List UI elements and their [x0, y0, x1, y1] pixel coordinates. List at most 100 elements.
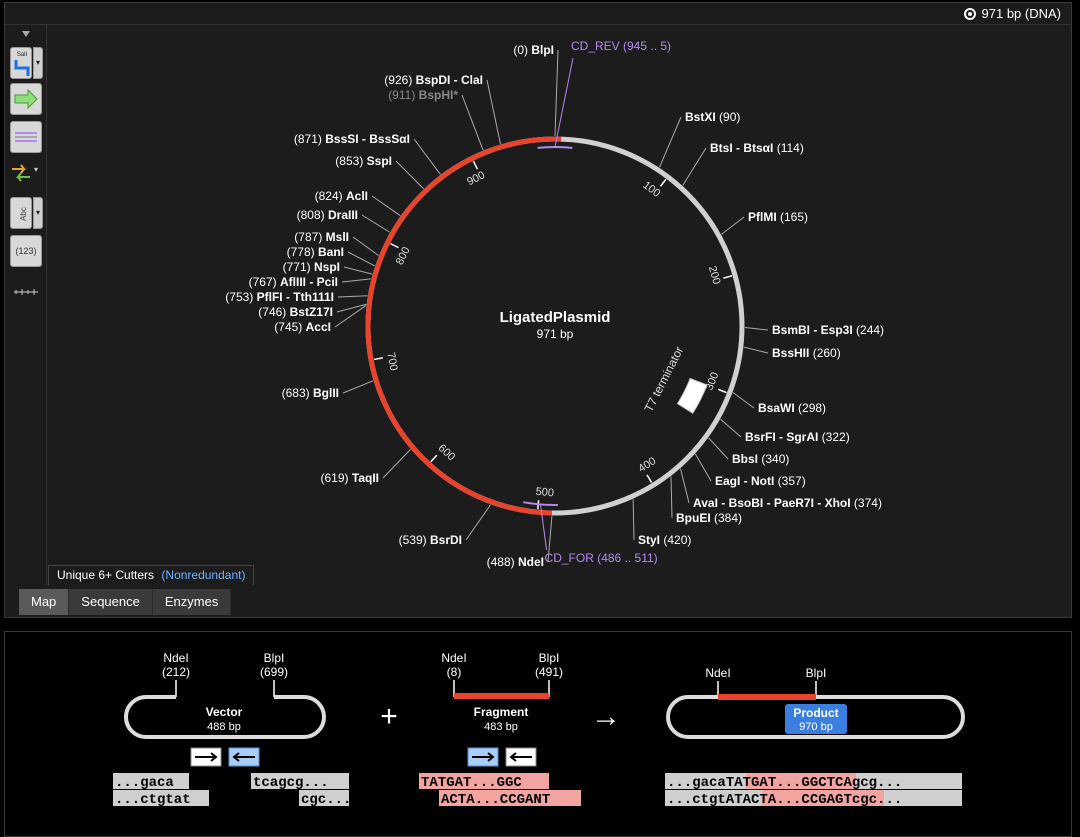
enzyme-label[interactable]: (926) BspDI - ClaI	[384, 73, 483, 87]
enzyme-leader	[680, 468, 690, 504]
enzyme-label[interactable]: (771) NspI	[283, 260, 340, 274]
product-group[interactable]: NdeI BlpI Product 970 bp ...gacaTATGAT..…	[665, 666, 965, 808]
orf-arrows-icon	[12, 164, 30, 182]
tick-label: 900	[465, 169, 487, 188]
product-seq-top: ...gacaTATGAT...GGCTCAgcg...	[667, 775, 902, 791]
collapse-arrow-icon[interactable]	[22, 31, 30, 37]
enzyme-filter-tab[interactable]: Unique 6+ Cutters (Nonredundant)	[48, 565, 255, 585]
enzyme-leader	[743, 346, 769, 354]
enzyme-set-dropdown[interactable]: ▾	[33, 47, 43, 79]
product-backbone	[666, 695, 965, 739]
enzyme-label[interactable]: BstXI (90)	[685, 110, 740, 124]
feature-t7-terminator[interactable]	[676, 377, 708, 414]
enzyme-label[interactable]: (767) AflIII - PciI	[249, 275, 338, 289]
tick-label: 100	[640, 179, 662, 200]
enzyme-label[interactable]: (871) BssSI - BssSαI	[294, 132, 410, 146]
cloning-panel: NdeI (212) BlpI (699) Vector 488 bp ...g…	[4, 631, 1072, 837]
tick-mark	[430, 454, 438, 463]
translation-button[interactable]: Abc	[10, 197, 32, 229]
enzyme-leader	[659, 116, 682, 168]
forward-arrow-icon	[472, 752, 495, 762]
enzyme-cut-icon: SalI	[14, 52, 30, 76]
vector-left-pos: (212)	[162, 665, 190, 679]
enzyme-label[interactable]: EagI - NotI (357)	[715, 474, 806, 488]
feature-arrow-icon	[14, 88, 38, 110]
sequence-info[interactable]: 971 bp (DNA)	[963, 6, 1061, 21]
enzyme-leader	[554, 49, 559, 137]
enzyme-label[interactable]: (539) BsrDI	[399, 533, 462, 547]
orf-dropdown-icon[interactable]: ▾	[34, 165, 39, 174]
insert-arc[interactable]	[365, 136, 562, 516]
map-toolbar: SalI ▾ ▾ Abc	[5, 25, 47, 585]
enzyme-label[interactable]: (488) NdeI	[487, 555, 544, 569]
vector-seq-left-bottom-bg	[113, 790, 209, 806]
enzyme-leader	[395, 160, 424, 190]
enzyme-label[interactable]: (746) BstZ17I	[258, 305, 333, 319]
enzyme-label[interactable]: (778) BanI	[287, 245, 344, 259]
product-badge[interactable]	[785, 704, 847, 734]
ruler-icon[interactable]	[13, 283, 39, 295]
primer-label[interactable]: CD_REV (945 .. 5)	[571, 39, 671, 53]
enzyme-label[interactable]: (853) SspI	[335, 154, 392, 168]
enzyme-leader	[347, 251, 375, 267]
enzyme-label[interactable]: BbsI (340)	[732, 452, 789, 466]
tab-map[interactable]: Map	[19, 589, 70, 615]
cloning-diagram: NdeI (212) BlpI (699) Vector 488 bp ...g…	[113, 651, 965, 808]
primer-leader	[540, 504, 548, 551]
enzyme-label[interactable]: (683) BglII	[282, 386, 339, 400]
features-toggle-button[interactable]	[10, 83, 42, 115]
vector-right-site: BlpI	[264, 651, 285, 665]
enzyme-label[interactable]: (753) PflFI - Tth111I	[225, 290, 334, 304]
vector-backbone	[124, 695, 326, 739]
product-left-site: NdeI	[705, 666, 730, 680]
primer-icon	[15, 132, 37, 142]
fragment-group[interactable]: NdeI (8) BlpI (491) Fragment 483 bp TATG…	[419, 651, 581, 808]
enzyme-set-button[interactable]: SalI	[10, 47, 32, 79]
enzyme-label[interactable]: AvaI - BsoBI - PaeR7I - XhoI (374)	[693, 496, 882, 510]
enzyme-leader	[547, 515, 553, 563]
enzyme-leader	[342, 380, 374, 394]
primer-leader	[554, 57, 574, 148]
reverse-arrow-icon	[509, 752, 532, 762]
vector-group[interactable]: NdeI (212) BlpI (699) Vector 488 bp ...g…	[113, 651, 351, 808]
fragment-seq-top: TATGAT...GGC	[421, 775, 522, 791]
primer-label[interactable]: CD_FOR (486 .. 511)	[545, 551, 658, 565]
orf-toggle-button[interactable]	[10, 161, 32, 185]
tab-enzymes[interactable]: Enzymes	[152, 589, 232, 615]
translation-dropdown[interactable]: ▾	[33, 197, 43, 229]
enzyme-label[interactable]: (0) BlpI	[513, 43, 554, 57]
enzyme-label[interactable]: (824) AclI	[315, 189, 368, 203]
product-right-site: BlpI	[806, 666, 827, 680]
plus-sign: +	[380, 700, 398, 733]
vector-seq-right-top: tcagcg...	[253, 775, 329, 791]
tab-sequence[interactable]: Sequence	[69, 589, 153, 615]
enzyme-label[interactable]: (619) TaqII	[321, 471, 379, 485]
tick-label: 500	[535, 486, 554, 500]
enzyme-leader	[682, 147, 707, 186]
enzyme-label[interactable]: (787) MslI	[294, 230, 349, 244]
enzyme-label[interactable]: PflMI (165)	[748, 210, 808, 224]
enzyme-label[interactable]: BssHII (260)	[772, 346, 841, 360]
tick-label: 800	[394, 245, 413, 267]
enzyme-label[interactable]: (745) AccI	[274, 320, 331, 334]
enzyme-label[interactable]: (911) BspHI*	[388, 88, 458, 102]
product-seq-top-insert-bg	[746, 773, 856, 789]
vector-name: Vector	[206, 705, 243, 719]
enzyme-button-label: SalI	[17, 52, 28, 58]
fragment-bar	[454, 693, 549, 699]
enzyme-label[interactable]: BpuEI (384)	[676, 511, 742, 525]
enzyme-label[interactable]: BsrFI - SgrAI (322)	[745, 430, 850, 444]
primer-arc[interactable]	[537, 146, 573, 149]
tick-mark	[717, 388, 727, 394]
primers-toggle-button[interactable]	[10, 121, 42, 153]
fragment-seq-top-bg	[419, 773, 549, 789]
numbering-button[interactable]: (123)	[10, 235, 42, 267]
enzyme-label[interactable]: BtsI - BtsαI (114)	[710, 141, 804, 155]
enzyme-label[interactable]: BsmBI - Esp3I (244)	[772, 323, 884, 337]
enzyme-label[interactable]: (808) DraIII	[297, 208, 358, 222]
enzyme-label[interactable]: BsaWI (298)	[758, 401, 826, 415]
plasmid-size: 971 bp	[537, 327, 574, 341]
enzyme-label[interactable]: StyI (420)	[638, 533, 691, 547]
